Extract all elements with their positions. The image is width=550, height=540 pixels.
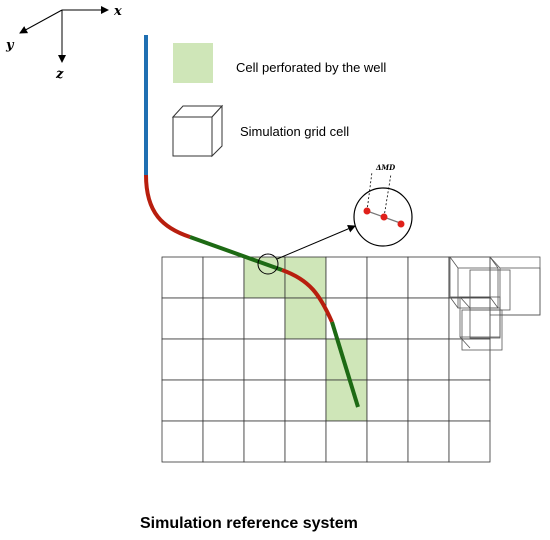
- grid-cell: [202, 297, 245, 340]
- grid-cell: [243, 338, 286, 381]
- grid-cell: [161, 338, 204, 381]
- grid-cell: [407, 338, 450, 381]
- grid-cell: [161, 420, 204, 463]
- grid-cell: [448, 256, 491, 299]
- grid-cell: [202, 256, 245, 299]
- grid-cell: [366, 379, 409, 422]
- grid-cell: [284, 420, 327, 463]
- inset-marker-2: [380, 213, 388, 221]
- grid-cell: [202, 420, 245, 463]
- figure-caption: Simulation reference system: [140, 515, 358, 532]
- grid-cell: [202, 379, 245, 422]
- grid-cell: [366, 420, 409, 463]
- grid-cell: [325, 420, 368, 463]
- y-axis-arrow: [19, 9, 63, 34]
- grid-cell: [366, 338, 409, 381]
- zoom-arrow: [276, 225, 356, 260]
- grid-cell: [366, 256, 409, 299]
- well-perforated-section-2: [330, 321, 360, 408]
- x-axis-label: x: [113, 4, 122, 19]
- legend-grid-cell-label: Simulation grid cell: [240, 124, 349, 139]
- grid-cell: [325, 256, 368, 299]
- zoom-source-circle: [257, 253, 279, 275]
- grid-cell: [161, 256, 204, 299]
- delta-md-label: ΔMD: [375, 163, 396, 172]
- grid-cell: [161, 379, 204, 422]
- grid-cell-perforated: [325, 379, 368, 422]
- legend-perforated-label: Cell perforated by the well: [236, 60, 386, 75]
- inset-marker-3: [397, 220, 405, 228]
- legend: Cell perforated by the well Simulation g…: [171, 43, 386, 158]
- simulation-grid: [161, 256, 491, 463]
- well-perforated-section-1: [189, 235, 283, 272]
- grid-cell: [407, 297, 450, 340]
- legend-grid-cell-cube: [171, 104, 224, 158]
- grid-cell: [284, 379, 327, 422]
- grid-cell-perforated: [284, 256, 327, 299]
- grid-cell: [407, 379, 450, 422]
- grid-cell: [448, 338, 491, 381]
- grid-cell: [407, 420, 450, 463]
- grid-cell: [161, 297, 204, 340]
- z-axis-label: z: [55, 67, 64, 82]
- grid-cell: [448, 420, 491, 463]
- md-dimension-line-right: [383, 173, 392, 218]
- grid-cell-perforated: [284, 297, 327, 340]
- grid-cell: [284, 338, 327, 381]
- y-axis-label: y: [5, 38, 15, 53]
- grid-cell: [366, 297, 409, 340]
- inset-marker-1: [363, 207, 371, 215]
- grid-cell: [407, 256, 450, 299]
- well-build-section: [144, 174, 191, 239]
- coordinate-axes: x y z: [5, 4, 122, 82]
- well-curve-section: [281, 268, 334, 323]
- grid-cell: [325, 297, 368, 340]
- grid-cell: [243, 420, 286, 463]
- legend-perforated-swatch: [173, 43, 213, 83]
- md-dimension-line-left: [366, 171, 373, 212]
- zoom-callout: ΔMD: [257, 163, 413, 275]
- grid-cell: [448, 379, 491, 422]
- grid-3d-cubes: [449, 256, 541, 351]
- grid-cell: [202, 338, 245, 381]
- grid-cell: [243, 379, 286, 422]
- grid-cell: [243, 297, 286, 340]
- well-trajectory: [144, 35, 360, 408]
